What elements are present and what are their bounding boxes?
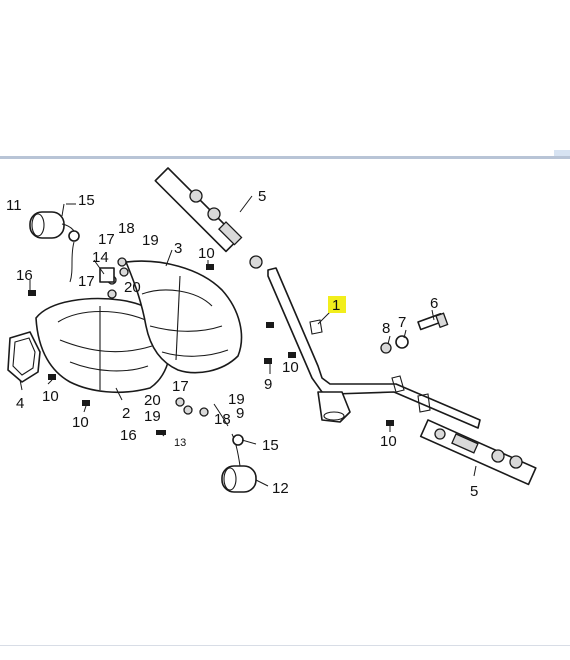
callout-17-a: 17	[98, 231, 115, 248]
callout-18-a: 18	[118, 220, 135, 237]
switch-assembly-lower-part-5	[419, 419, 537, 486]
callout-2: 2	[122, 405, 130, 422]
callout-8: 8	[382, 320, 390, 337]
callout-16-lower: 16	[120, 427, 137, 444]
callout-5-lower: 5	[470, 483, 478, 500]
callout-6: 6	[430, 295, 438, 312]
callout-15-upper: 15	[78, 192, 95, 209]
callout-15-lower: 15	[262, 437, 279, 454]
callout-labels: 1 2 3 4 5 5 6 7 8 9 9 10 10 10 10 10 11 …	[6, 188, 478, 500]
callout-11: 11	[6, 197, 22, 214]
callout-18-b: 18	[214, 411, 231, 428]
callout-20-a: 20	[124, 279, 141, 296]
callout-7: 7	[398, 314, 406, 331]
callout-19-a: 19	[142, 232, 159, 249]
callout-5-upper: 5	[258, 188, 266, 205]
callout-19-b: 19	[144, 408, 161, 425]
callout-4: 4	[16, 395, 24, 412]
callout-13: 13	[174, 437, 186, 449]
callout-3: 3	[174, 240, 182, 257]
callout-1: 1	[332, 297, 340, 314]
turn-signal-left-part-11	[29, 211, 80, 283]
lower-cover-part-2	[35, 297, 172, 394]
highlight-box	[328, 296, 346, 313]
callout-10-left-b: 10	[72, 414, 89, 431]
callout-10-left-a: 10	[42, 388, 59, 405]
callout-20-b: 20	[144, 392, 161, 409]
callout-14: 14	[92, 249, 109, 266]
callout-12: 12	[272, 480, 289, 497]
callout-9-right: 9	[264, 376, 272, 393]
screw-fasteners	[28, 257, 394, 435]
callout-17-b: 17	[78, 273, 95, 290]
bolt-part-6	[417, 312, 449, 331]
frame-corner-accent	[554, 150, 570, 158]
switch-assembly-upper-part-5	[154, 167, 263, 269]
callout-10-mid: 10	[282, 359, 299, 376]
callout-19-c: 19	[228, 391, 245, 408]
callout-16-left: 16	[16, 267, 33, 284]
nut-part-8	[380, 342, 392, 354]
handlebar-part-1	[267, 267, 481, 429]
callout-10-top: 10	[198, 245, 215, 262]
callout-9-lower: 9	[236, 405, 244, 422]
callout-10-right: 10	[380, 433, 397, 450]
diagram-frame	[0, 156, 570, 646]
callout-17-c: 17	[172, 378, 189, 395]
upper-cover-part-3	[125, 260, 243, 374]
collar-part-7	[395, 335, 409, 349]
headlight-gasket-part-4	[7, 331, 41, 383]
callout-leaders	[19, 195, 477, 487]
